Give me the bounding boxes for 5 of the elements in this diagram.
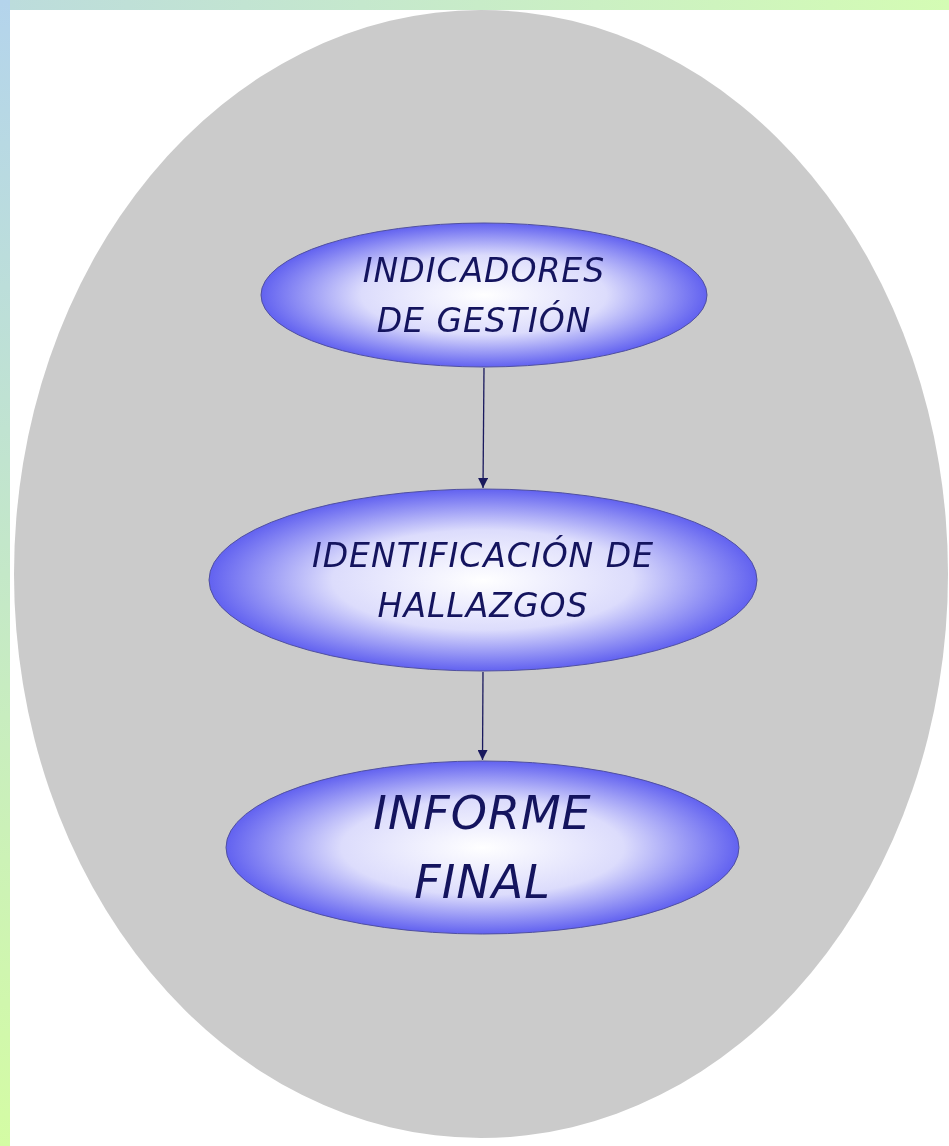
arrow xyxy=(477,671,488,761)
node-label: IDENTIFICACIÓN DE HALLAZGOS xyxy=(310,534,656,626)
arrow xyxy=(478,367,489,489)
node-label: INFORME FINAL xyxy=(372,784,593,911)
node-label: INDICADORES DE GESTIÓN xyxy=(361,249,607,341)
